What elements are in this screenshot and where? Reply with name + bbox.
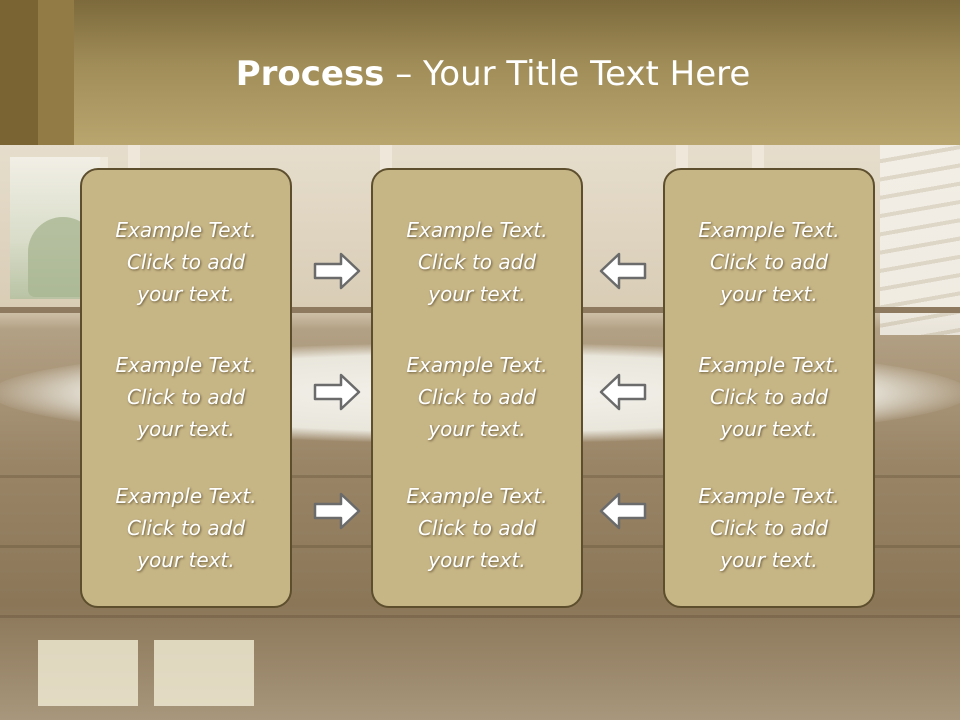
placeholder-line: Example Text. xyxy=(698,484,840,508)
text-placeholder[interactable]: Example Text. Click to add your text. xyxy=(373,480,581,576)
placeholder-line: your text. xyxy=(720,417,818,441)
text-placeholder[interactable]: Example Text. Click to add your text. xyxy=(665,349,873,445)
title-rest-text: – Your Title Text Here xyxy=(384,54,751,94)
staircase-image xyxy=(880,145,960,335)
arrow-left-icon[interactable] xyxy=(597,251,647,291)
placeholder-line: Click to add xyxy=(709,516,829,540)
placeholder-line: Example Text. xyxy=(406,484,548,508)
floor-tile xyxy=(38,640,138,706)
arrow-left-icon[interactable] xyxy=(597,491,647,531)
placeholder-line: your text. xyxy=(137,548,235,572)
placeholder-line: your text. xyxy=(720,548,818,572)
placeholder-line: Click to add xyxy=(417,250,537,274)
header-accent-stripe xyxy=(38,0,74,145)
text-placeholder[interactable]: Example Text. Click to add your text. xyxy=(82,214,290,310)
arrow-right-icon[interactable] xyxy=(313,251,363,291)
placeholder-line: Click to add xyxy=(126,385,246,409)
placeholder-line: Click to add xyxy=(709,385,829,409)
placeholder-line: Example Text. xyxy=(115,353,257,377)
placeholder-line: your text. xyxy=(428,548,526,572)
text-placeholder[interactable]: Example Text. Click to add your text. xyxy=(82,480,290,576)
arrow-left-icon[interactable] xyxy=(597,372,647,412)
placeholder-line: Example Text. xyxy=(115,218,257,242)
placeholder-line: Click to add xyxy=(126,250,246,274)
floor-tile xyxy=(154,640,254,706)
placeholder-line: your text. xyxy=(137,282,235,306)
text-placeholder[interactable]: Example Text. Click to add your text. xyxy=(665,214,873,310)
placeholder-line: Example Text. xyxy=(698,353,840,377)
arrow-right-icon[interactable] xyxy=(313,372,363,412)
placeholder-line: Click to add xyxy=(417,385,537,409)
placeholder-line: your text. xyxy=(428,417,526,441)
process-box-middle[interactable]: Example Text. Click to add your text. Ex… xyxy=(371,168,583,608)
placeholder-line: Example Text. xyxy=(406,353,548,377)
arrow-right-icon[interactable] xyxy=(313,491,363,531)
process-box-right[interactable]: Example Text. Click to add your text. Ex… xyxy=(663,168,875,608)
slide-title[interactable]: Process – Your Title Text Here xyxy=(0,52,960,96)
header-accent-stripe xyxy=(0,0,38,145)
placeholder-line: Click to add xyxy=(709,250,829,274)
process-box-left[interactable]: Example Text. Click to add your text. Ex… xyxy=(80,168,292,608)
title-bold-text: Process xyxy=(235,54,385,94)
title-bar: Process – Your Title Text Here xyxy=(0,0,960,145)
placeholder-line: Example Text. xyxy=(115,484,257,508)
placeholder-line: your text. xyxy=(137,417,235,441)
placeholder-line: your text. xyxy=(428,282,526,306)
text-placeholder[interactable]: Example Text. Click to add your text. xyxy=(82,349,290,445)
floor-plank xyxy=(0,615,960,618)
placeholder-line: Click to add xyxy=(417,516,537,540)
placeholder-line: your text. xyxy=(720,282,818,306)
placeholder-line: Example Text. xyxy=(698,218,840,242)
text-placeholder[interactable]: Example Text. Click to add your text. xyxy=(373,214,581,310)
placeholder-line: Example Text. xyxy=(406,218,548,242)
text-placeholder[interactable]: Example Text. Click to add your text. xyxy=(373,349,581,445)
placeholder-line: Click to add xyxy=(126,516,246,540)
text-placeholder[interactable]: Example Text. Click to add your text. xyxy=(665,480,873,576)
